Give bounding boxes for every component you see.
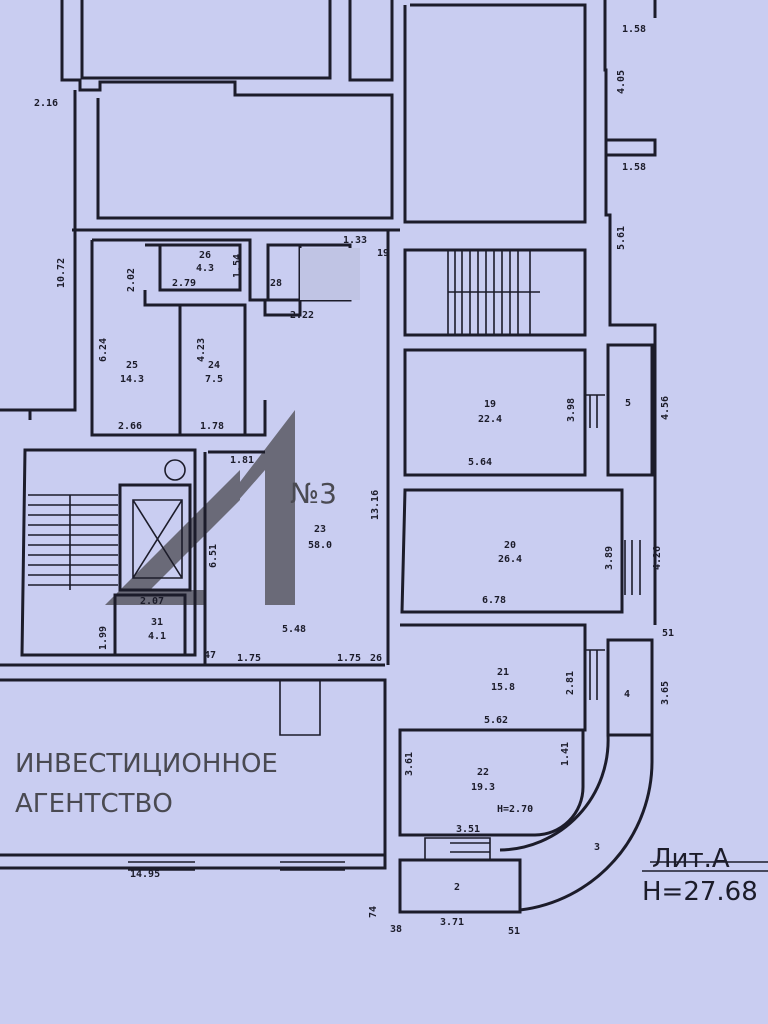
plan-label: 31	[151, 617, 163, 628]
watermark: №3 ИНВЕСТИЦИОННОЕ АГЕНТСТВО	[15, 410, 337, 819]
building-stamp: Лит.А H=27.68	[642, 844, 768, 907]
plan-label: 5.48	[282, 624, 306, 635]
plan-label: 2	[454, 882, 460, 893]
room-5: 5	[625, 398, 631, 409]
plan-label: 1.54	[232, 254, 243, 278]
plan-label: 14.95	[130, 869, 160, 880]
plan-label: 6.51	[208, 544, 219, 568]
plan-label: 1.75	[237, 653, 261, 664]
plan-label: 4.56	[660, 396, 671, 420]
watermark-line2: АГЕНТСТВО	[15, 789, 173, 819]
plan-label: 4.1	[148, 631, 166, 642]
plan-label: 19	[377, 248, 389, 259]
room-21: 21 15.8	[491, 667, 515, 693]
plan-label: 4.23	[196, 338, 207, 362]
dimension-labels: 2.16 10.72 2.02 2.79 1.54 2.22 6.24 4.23…	[34, 24, 674, 937]
plan-label: 3	[594, 842, 600, 853]
plan-label: 1.99	[98, 626, 109, 650]
room-26: 264.3	[196, 250, 214, 274]
watermark-logo	[105, 410, 295, 605]
plan-label: 14.3	[120, 374, 144, 385]
plan-label: 28	[270, 278, 282, 289]
plan-label: 26.4	[498, 554, 522, 565]
plan-label: 5.61	[616, 226, 627, 250]
plan-label: 21	[497, 667, 509, 678]
plan-label: 4.3	[196, 263, 214, 274]
room-31: 314.1	[148, 617, 166, 642]
plan-label: 1.41	[560, 742, 571, 766]
plan-label: 1.33	[343, 235, 367, 246]
plan-label: 3.89	[604, 546, 615, 570]
plan-label: 2.66	[118, 421, 142, 432]
plan-label: 38	[390, 924, 402, 935]
plan-label: 1.81	[230, 455, 254, 466]
plan-label: 15.8	[491, 682, 515, 693]
plan-label: 4	[624, 689, 630, 700]
plan-label: 3.61	[404, 752, 415, 776]
plan-label: 4.05	[616, 70, 627, 94]
plan-label: 2.16	[34, 98, 58, 109]
plan-label: 58.0	[308, 540, 332, 551]
ceiling-height: H=2.70	[497, 804, 533, 815]
plan-label: 1.58	[622, 24, 646, 35]
plan-label: 24	[208, 360, 220, 371]
room-2: 2	[454, 882, 460, 893]
plan-label: 22.4	[478, 414, 502, 425]
plan-label: 51	[662, 628, 674, 639]
plan-label: 5	[625, 398, 631, 409]
plan-label: 3.71	[440, 917, 464, 928]
plan-label: 25	[126, 360, 138, 371]
plan-label: 1.75	[337, 653, 361, 664]
plan-label: 74	[368, 906, 379, 918]
plan-label: 26	[370, 653, 382, 664]
room-28: 28	[270, 278, 282, 289]
plan-label: 13.16	[370, 490, 381, 520]
room-25: 25 14.3	[120, 360, 144, 385]
plan-label: 5.62	[484, 715, 508, 726]
plan-label: 2.79	[172, 278, 196, 289]
stamp-height: H=27.68	[642, 877, 758, 907]
room-19: 19 22.4	[478, 399, 502, 425]
plan-label: 2.22	[290, 310, 314, 321]
plan-label: 1.78	[200, 421, 224, 432]
plan-label: 4.26	[652, 546, 663, 570]
plan-label: 2.81	[565, 671, 576, 695]
plan-label: 7.5	[205, 374, 223, 385]
plan-label: 2.02	[126, 268, 137, 292]
plan-label: 20	[504, 540, 516, 551]
plan-label: 19.3	[471, 782, 495, 793]
plan-label: 22	[477, 767, 489, 778]
room-22: 22 19.3	[471, 767, 495, 793]
plan-label: 19	[484, 399, 496, 410]
room-3: 3	[594, 842, 600, 853]
plan-label: 3.98	[566, 398, 577, 422]
plan-label: 5.64	[468, 457, 492, 468]
plan-label: 3.65	[660, 681, 671, 705]
plan-label: 10.72	[56, 258, 67, 288]
plan-label: 3.51	[456, 824, 480, 835]
room-23: 23 58.0	[308, 524, 332, 551]
watermark-number: №3	[290, 477, 337, 510]
room-24: 247.5	[205, 360, 223, 385]
plan-label: 26	[199, 250, 211, 261]
stamp-title: Лит.А	[652, 844, 730, 874]
walls	[0, 0, 768, 914]
room-20: 20 26.4	[498, 540, 522, 565]
plan-label: 6.78	[482, 595, 506, 606]
plan-label: 23	[314, 524, 326, 535]
plan-label: 51	[508, 926, 520, 937]
plan-label: 1.58	[622, 162, 646, 173]
room-4: 4	[624, 689, 630, 700]
plan-label: 6.24	[98, 338, 109, 362]
plan-label: 47	[204, 650, 216, 661]
plan-label: 2.07	[140, 596, 164, 607]
watermark-line1: ИНВЕСТИЦИОННОЕ	[15, 749, 278, 779]
